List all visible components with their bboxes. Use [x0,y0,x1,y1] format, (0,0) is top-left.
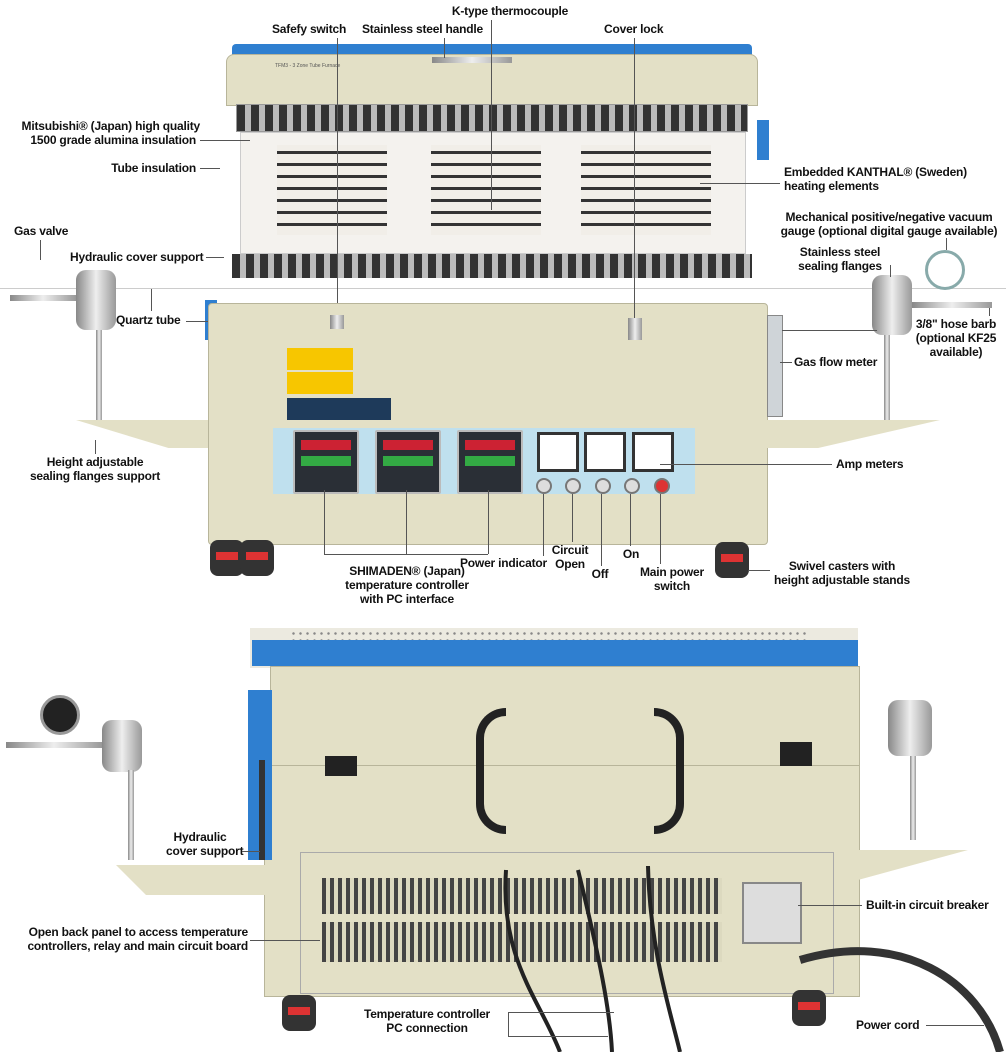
left-sealing-flange [76,270,116,330]
back-gas-valve[interactable] [6,742,102,748]
back-handle-left[interactable] [476,708,506,834]
perforated-shield [236,104,748,132]
label-circuit-open-1: Circuit [551,543,589,557]
label-casters-1: Swivel casters with [788,559,896,573]
quartz-tube [0,288,1006,289]
lower-shield [232,254,752,278]
caster [240,540,274,576]
main-power-switch[interactable] [654,478,670,494]
cover-lock[interactable] [628,318,642,340]
support-rod [128,770,134,860]
label-controller-3: with PC interface [360,592,454,606]
label-cover-lock: Cover lock [604,22,664,36]
amp-meter-1 [537,432,579,472]
temperature-controller-2[interactable] [375,430,441,494]
temperature-controller-3[interactable] [457,430,523,494]
warning-label [287,398,391,420]
label-main-power-2: switch [653,579,691,593]
label-stainless-handle: Stainless steel handle [362,22,483,36]
label-pc-connection-2: PC connection [386,1021,468,1035]
lid-top-edge [232,44,752,56]
label-flange-support-1: Height adjustable [46,455,144,469]
caster [792,990,826,1026]
label-alumina-2: 1500 grade alumina insulation [30,133,196,147]
vent-grill [322,878,722,914]
caster [210,540,244,576]
left-support-rod [96,320,102,420]
label-controller-1: SHIMADEN® (Japan) [349,564,465,578]
hose-barb [912,302,992,308]
label-hydraulic-back-1: Hydraulic [173,830,227,844]
side-blue-right [757,120,769,160]
warning-label [287,348,353,370]
label-pc-connection-1: Temperature controller [363,1007,491,1021]
label-hydraulic-cover-support: Hydraulic cover support [70,250,204,264]
back-right-flange [888,700,932,756]
circuit-breaker[interactable] [742,882,802,944]
amp-meter-3 [632,432,674,472]
label-sealing-flanges-1: Stainless steel [799,245,881,259]
label-hose-barb-3: available) [929,345,983,359]
caster [282,995,316,1031]
back-vacuum-gauge [40,695,80,735]
label-back-panel-1: Open back panel to access temperature [28,925,249,939]
label-vacuum-gauge-1: Mechanical positive/negative vacuum [785,210,993,224]
label-sealing-flanges-2: sealing flanges [798,259,882,273]
label-hydraulic-back-2: cover support [166,844,244,858]
label-quartz-tube: Quartz tube [116,313,181,327]
label-gas-flow-meter: Gas flow meter [794,355,878,369]
gas-valve[interactable] [10,295,76,301]
right-support-rod [884,320,890,420]
label-power-indicator: Power indicator [460,556,548,570]
label-gas-valve: Gas valve [14,224,69,238]
latch [780,742,812,766]
label-casters-2: height adjustable stands [774,573,910,587]
caster [715,542,749,578]
back-left-support [116,865,266,895]
label-circuit-breaker: Built-in circuit breaker [866,898,989,912]
temperature-controller-1[interactable] [293,430,359,494]
label-hose-barb-1: 3/8" hose barb [915,317,997,331]
label-vacuum-gauge-2: gauge (optional digital gauge available) [780,224,998,238]
label-circuit-open-2: Open [555,557,585,571]
latch [325,756,357,776]
label-hose-barb-2: (optional KF25 [915,331,997,345]
label-safety-switch: Safefy switch [272,22,347,36]
stainless-handle[interactable] [432,57,512,63]
back-left-flange [102,720,142,772]
label-amp-meters: Amp meters [836,457,904,471]
label-flange-support-2: sealing flanges support [29,469,161,483]
label-alumina-1: Mitsubishi® (Japan) high quality [21,119,201,133]
amp-meter-2 [584,432,626,472]
label-off: Off [591,567,609,581]
circuit-open-indicator [565,478,581,494]
label-controller-2: temperature controller [345,578,469,592]
lid-text: TFM3 - 3 Zone Tube Furnace [275,63,341,69]
on-button[interactable] [624,478,640,494]
label-back-panel-2: controllers, relay and main circuit boar… [27,939,248,953]
label-on: On [622,547,640,561]
alumina-insulation [240,132,746,254]
label-heating-1: Embedded KANTHAL® (Sweden) [784,165,967,179]
back-blue-edge [252,640,858,666]
off-button[interactable] [595,478,611,494]
support-rod [910,756,916,840]
warning-label [287,372,353,394]
label-tube-insulation: Tube insulation [111,161,196,175]
label-k-type-thermocouple: K-type thermocouple [451,4,569,18]
back-panel[interactable] [300,852,834,994]
label-main-power-1: Main power [639,565,704,579]
power-indicator [536,478,552,494]
safety-switch[interactable] [330,315,344,329]
label-heating-2: heating elements [784,179,879,193]
right-sealing-flange [872,275,912,335]
back-lid [270,666,860,766]
vacuum-gauge [925,250,965,290]
gas-flow-meter [767,315,783,417]
label-power-cord: Power cord [856,1018,920,1032]
hydraulic-strut [259,760,265,860]
